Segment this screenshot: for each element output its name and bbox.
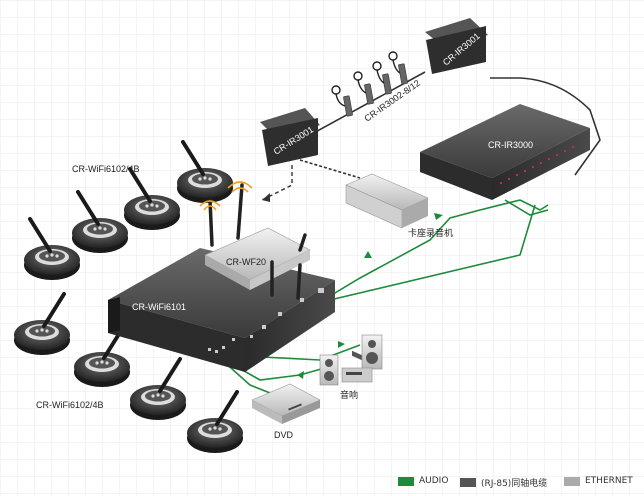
legend-audio-label: AUDIO: [419, 476, 449, 486]
main-unit-label: CR-WiFi6101: [132, 302, 186, 312]
ir-server-label: CR-IR3000: [488, 140, 533, 150]
legend: AUDIO (RJ-85)同轴电缆 ETHERNET: [392, 472, 642, 492]
dvd-label: DVD: [274, 430, 294, 440]
ir-radiator-right: [425, 18, 488, 74]
legend-audio: AUDIO: [398, 476, 448, 486]
ir-radiator-left: [260, 108, 320, 166]
ir-server: [420, 104, 590, 200]
wifi-signal-icon: [199, 181, 253, 211]
audio-arrows: [297, 213, 443, 379]
legend-coax-swatch: [460, 478, 476, 487]
recorder-label: 卡座录音机: [408, 227, 453, 238]
mics-top-label: CR-WiFi6102/4B: [72, 164, 140, 174]
legend-ethernet: ETHERNET: [564, 476, 633, 486]
legend-audio-swatch: [398, 476, 414, 486]
router-label: CR-WF20: [226, 257, 266, 267]
speakers-label: 音响: [340, 389, 358, 400]
dvd-player: [251, 383, 321, 424]
legend-ethernet-label: ETHERNET: [585, 476, 633, 486]
mics-bottom-label: CR-WiFi6102/4B: [36, 400, 104, 410]
ir-receivers: [331, 51, 408, 117]
legend-coax: (RJ-85)同轴电缆: [460, 476, 547, 489]
legend-ethernet-swatch: [564, 476, 580, 486]
router: [204, 183, 311, 300]
cassette-recorder: [345, 173, 429, 362]
legend-coax-label: (RJ-85)同轴电缆: [481, 479, 548, 489]
speakers: [319, 334, 383, 386]
ir-dashed-link: [261, 165, 293, 202]
